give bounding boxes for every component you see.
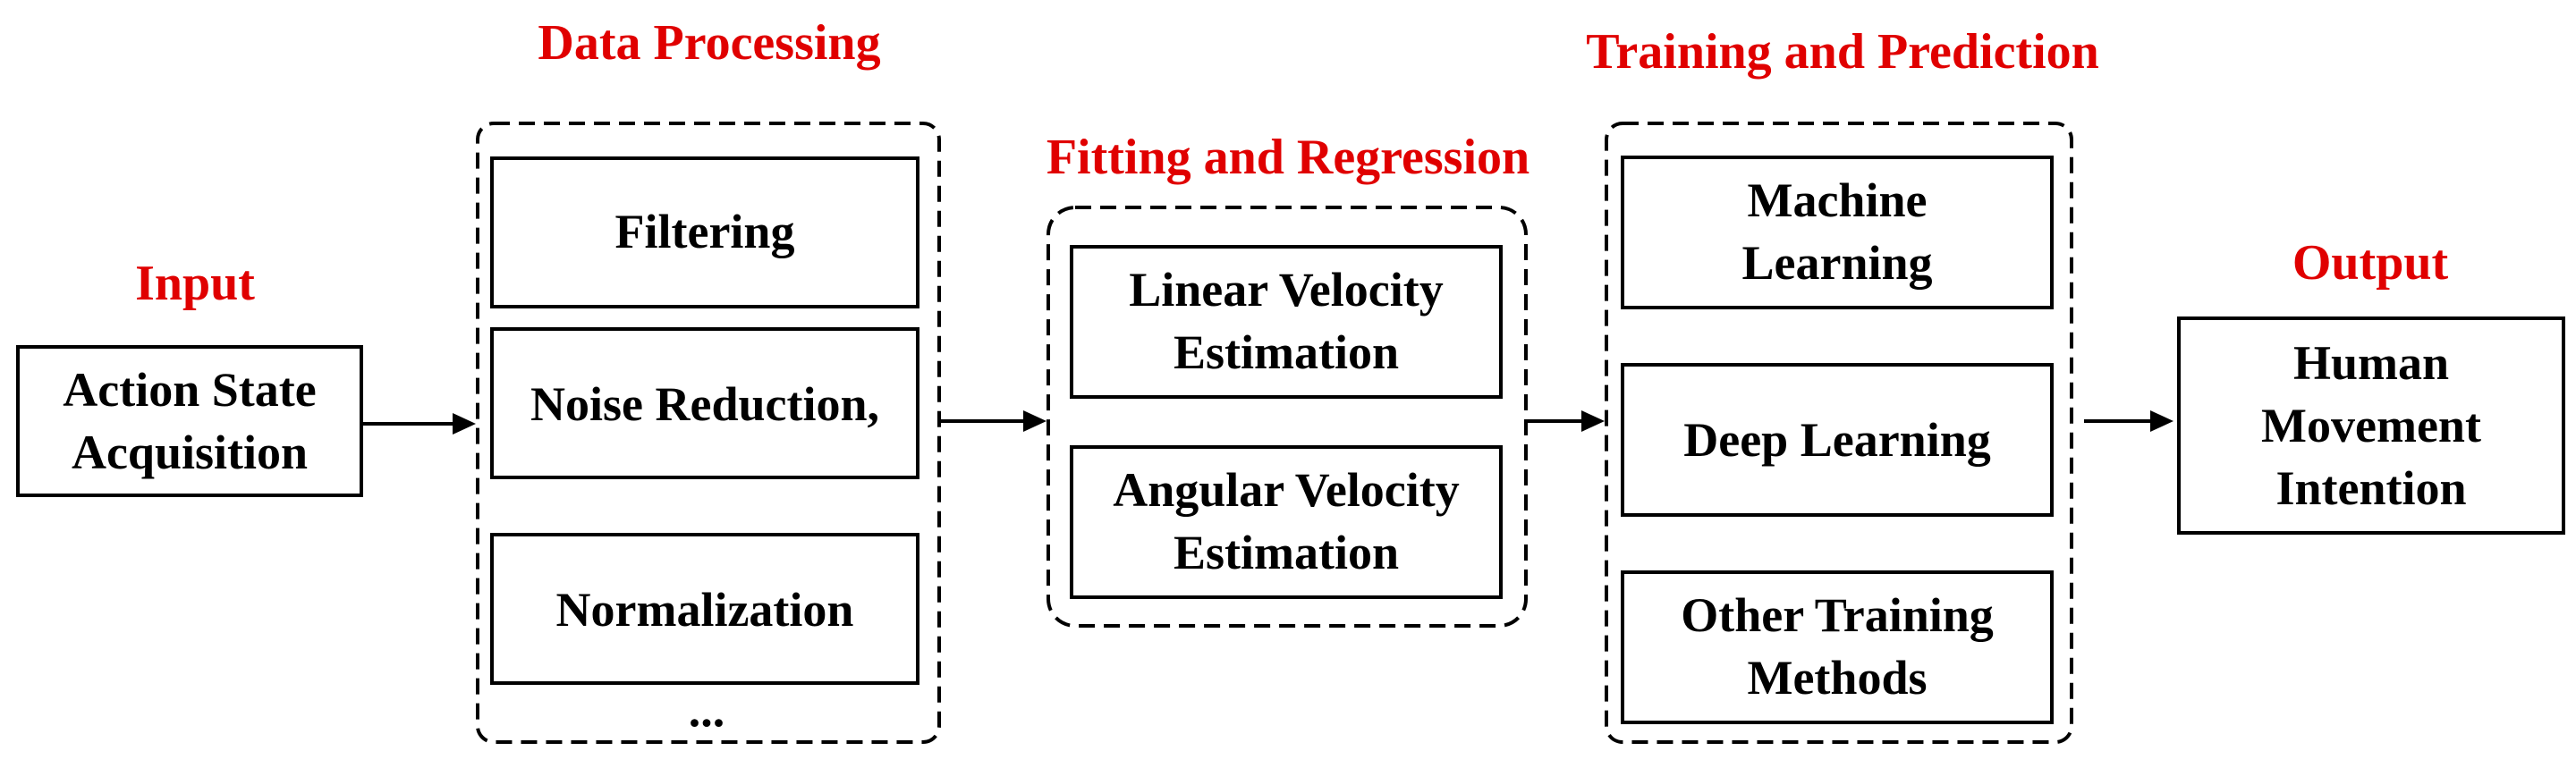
arrowhead-input-to-processing: [453, 413, 476, 435]
fitting-group: [1046, 206, 1528, 628]
angular-velocity-line-1: Angular Velocity: [1113, 463, 1460, 517]
arrowhead-processing-to-fitting: [1023, 410, 1046, 432]
filtering-box: [490, 156, 919, 308]
fitting-heading: Fitting and Regression: [1046, 130, 1530, 185]
training-group: [1605, 122, 2073, 744]
machine-learning-box: [1621, 156, 2054, 309]
data-processing-group: [476, 122, 941, 744]
output-box-line-3: Intention: [2275, 461, 2466, 515]
input-box-line-2: Acquisition: [72, 426, 308, 479]
machine-learning-line-2: Learning: [1741, 236, 1932, 290]
other-training-line-1: Other Training: [1681, 588, 1994, 642]
normalization-box: [490, 533, 919, 685]
output-box: [2177, 316, 2565, 535]
machine-learning-line-1: Machine: [1748, 173, 1928, 227]
output-box-line-1: Human: [2293, 336, 2449, 390]
arrowhead-fitting-to-training: [1581, 410, 1605, 432]
data-processing-heading: Data Processing: [538, 15, 880, 71]
other-training-box: [1621, 570, 2054, 724]
input-box-line-1: Action State: [63, 363, 316, 417]
output-heading: Output: [2292, 235, 2449, 291]
other-training-line-2: Methods: [1748, 651, 1928, 705]
deep-learning-label: Deep Learning: [1683, 413, 1991, 467]
normalization-label: Normalization: [556, 583, 854, 637]
training-heading: Training and Prediction: [1586, 24, 2099, 80]
arrowhead-training-to-output: [2150, 410, 2174, 432]
linear-velocity-box: [1070, 245, 1503, 399]
input-heading: Input: [135, 256, 255, 311]
linear-velocity-line-1: Linear Velocity: [1129, 263, 1444, 316]
angular-velocity-box: [1070, 445, 1503, 599]
deep-learning-box: [1621, 363, 2054, 517]
data-processing-ellipsis: ...: [689, 683, 725, 737]
input-box: [16, 345, 363, 497]
angular-velocity-line-2: Estimation: [1174, 526, 1399, 579]
filtering-label: Filtering: [615, 205, 795, 258]
linear-velocity-line-2: Estimation: [1174, 325, 1399, 379]
noise-reduction-label: Noise Reduction,: [530, 377, 879, 431]
output-box-line-2: Movement: [2261, 399, 2481, 452]
noise-reduction-box: [490, 327, 919, 479]
